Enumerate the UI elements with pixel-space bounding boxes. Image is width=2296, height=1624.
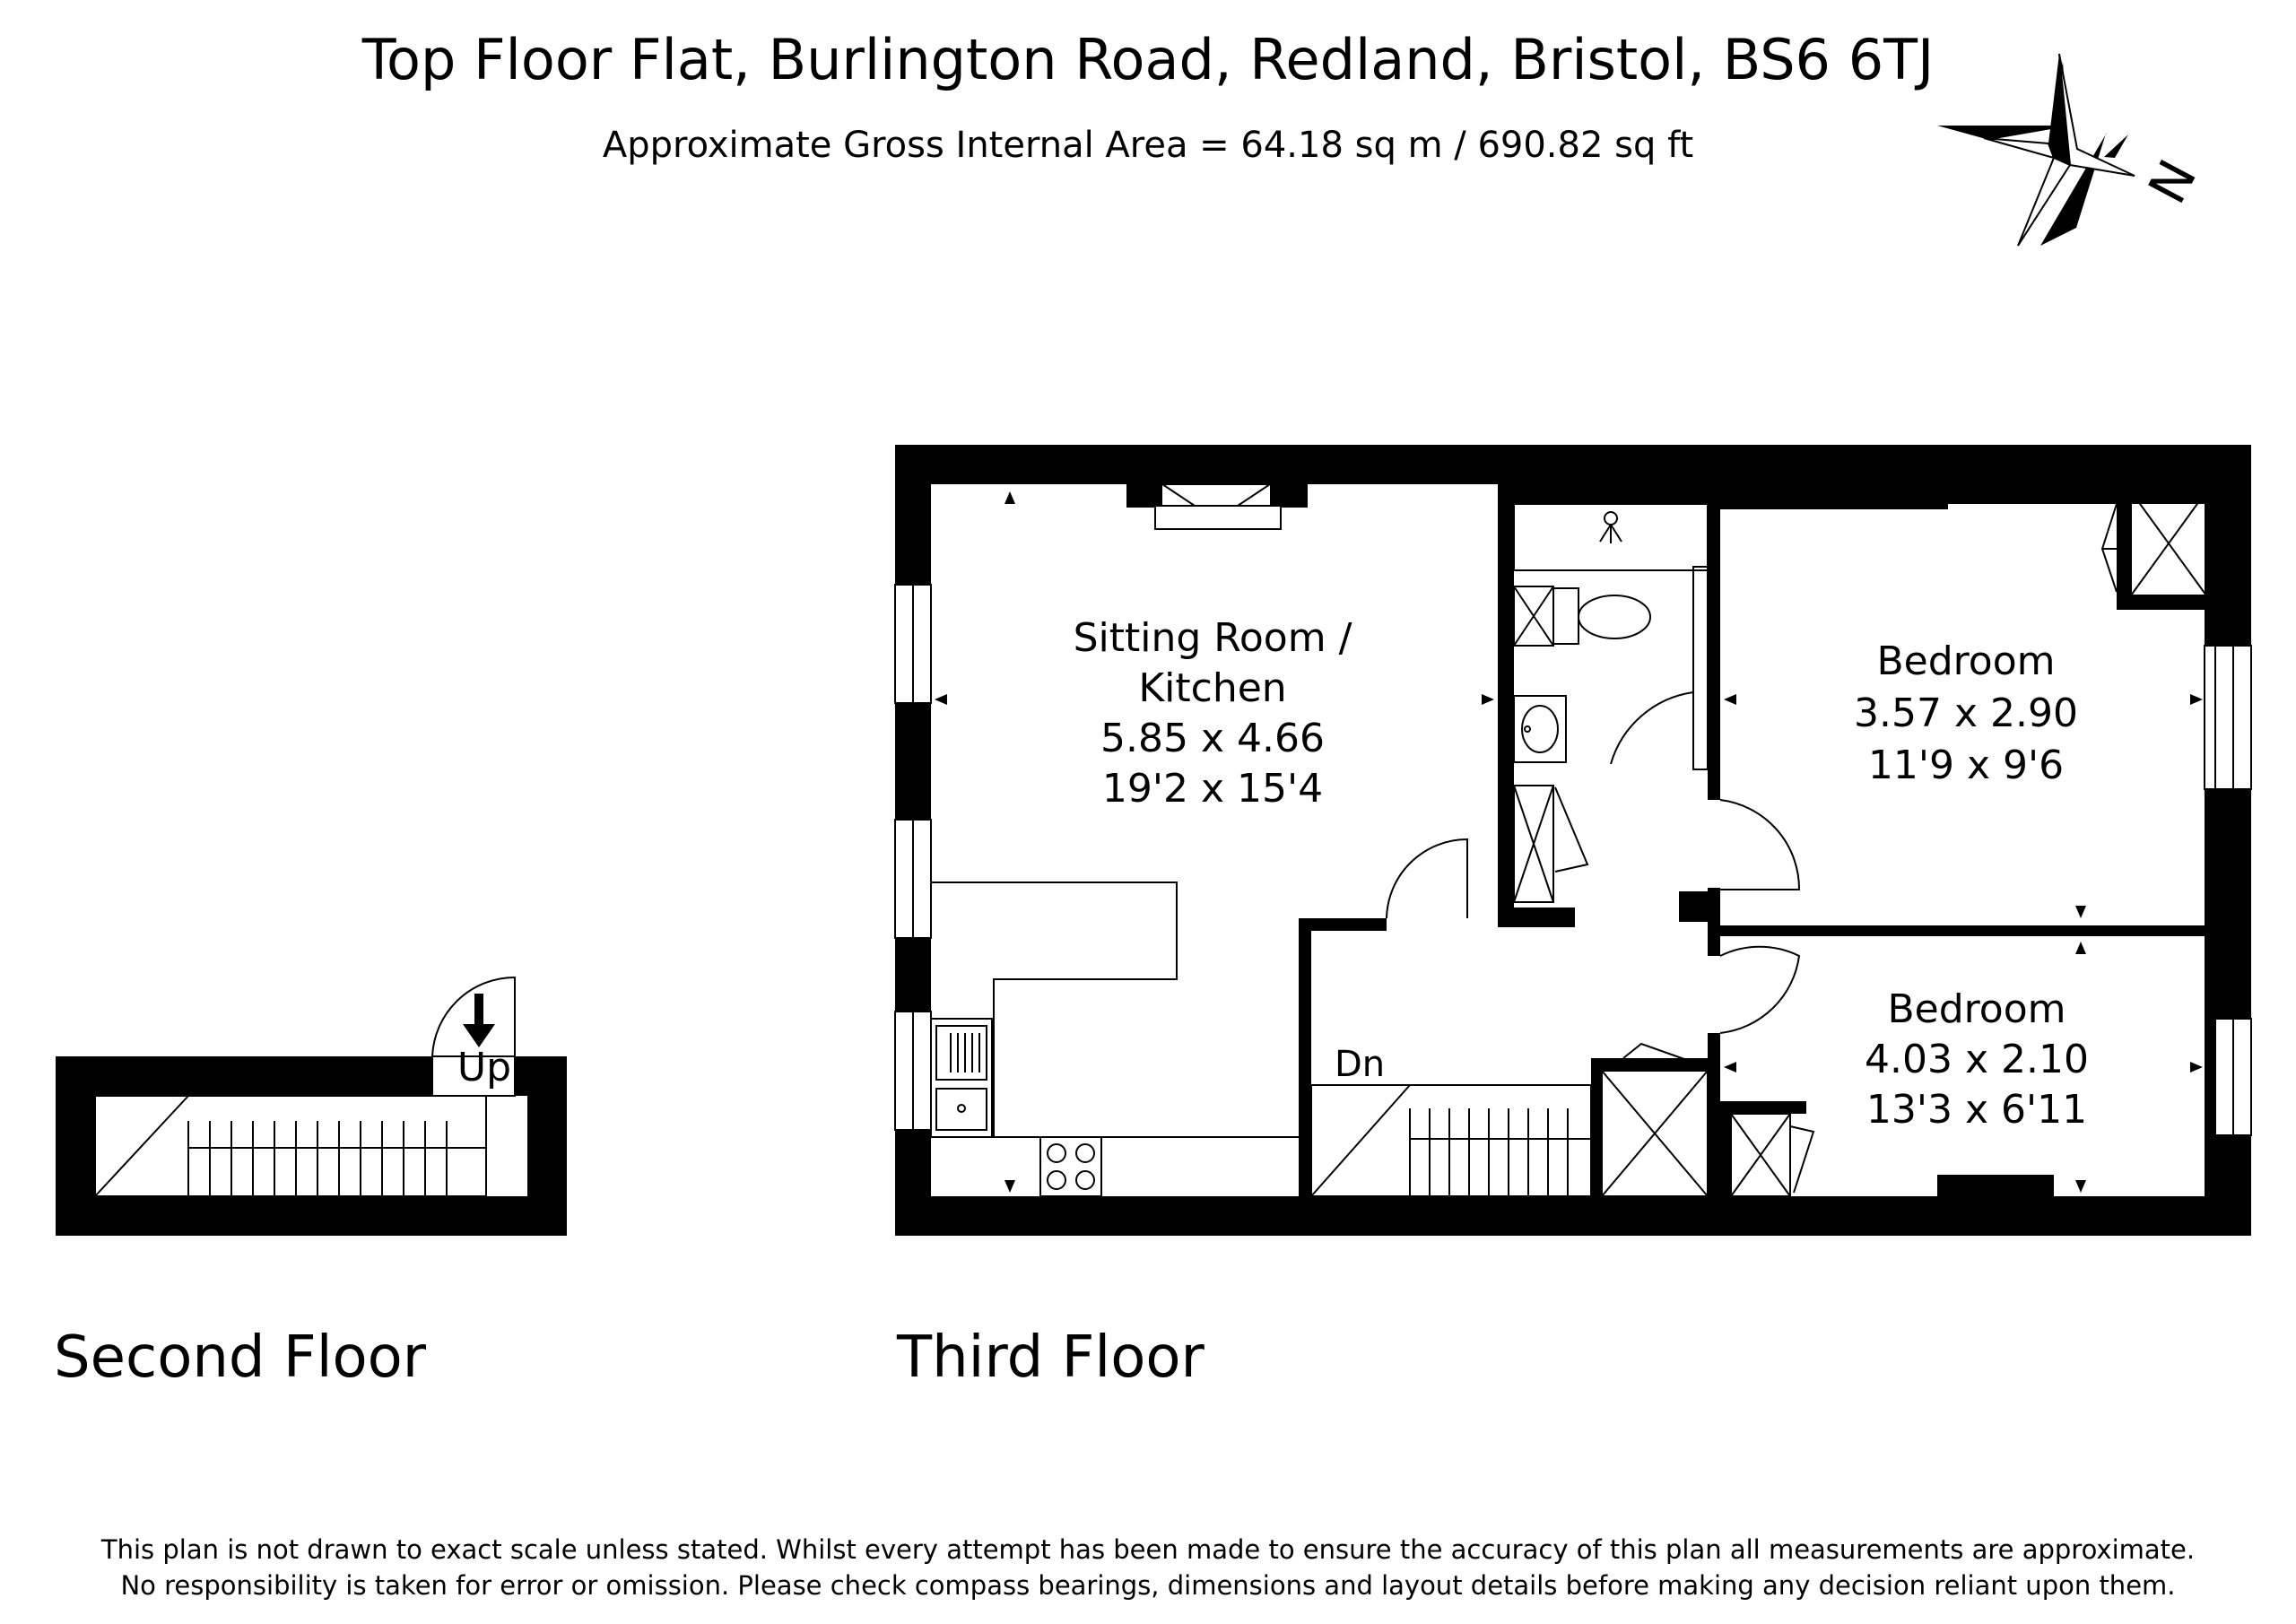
room-dimensions-metric: 4.03 x 2.10	[1865, 1037, 2089, 1082]
disclaimer-line-1: This plan is not drawn to exact scale un…	[100, 1534, 2195, 1565]
stair-treads	[187, 1121, 448, 1196]
shower-icon	[1599, 511, 1622, 543]
room-bedroom-1: Bedroom 3.57 x 2.90 11'9 x 9'6	[1854, 638, 2078, 788]
gross-area: Approximate Gross Internal Area = 64.18 …	[603, 125, 1693, 166]
toilet-icon	[1552, 587, 1651, 645]
room-name: Kitchen	[1138, 665, 1286, 711]
second-floor-plan: Up	[56, 976, 567, 1236]
dimension-markers	[935, 491, 2203, 1193]
second-floor-up-label: Up	[457, 1045, 511, 1090]
room-dimensions-metric: 3.57 x 2.90	[1854, 690, 2078, 736]
room-dimensions-metric: 5.85 x 4.66	[1100, 716, 1325, 761]
kitchen-counter	[930, 881, 1299, 1138]
third-floor-plan: Dn Sitting Room / Kitchen	[894, 445, 2252, 1236]
room-sitting-room: Sitting Room / Kitchen 5.85 x 4.66 19'2 …	[1074, 615, 1352, 812]
third-floor-label: Third Floor	[896, 1324, 1205, 1391]
room-name: Bedroom	[1876, 638, 2055, 684]
compass-north-label: N	[2136, 150, 2208, 213]
compass-rose-icon	[1937, 53, 2135, 247]
room-bedroom-2: Bedroom 4.03 x 2.10 13'3 x 6'11	[1865, 986, 2089, 1133]
hob-icon	[1039, 1136, 1102, 1197]
third-floor-down-label: Dn	[1335, 1044, 1385, 1085]
room-dimensions-imperial: 13'3 x 6'11	[1866, 1087, 2087, 1133]
plan-title: Top Floor Flat, Burlington Road, Redland…	[361, 27, 1935, 92]
second-floor-label: Second Floor	[54, 1324, 427, 1391]
arrow-down-icon	[463, 994, 495, 1047]
room-dimensions-imperial: 11'9 x 9'6	[1868, 743, 2064, 788]
disclaimer-line-2: No responsibility is taken for error or …	[120, 1570, 2175, 1601]
room-name: Bedroom	[1887, 986, 2066, 1032]
room-dimensions-imperial: 19'2 x 15'4	[1102, 766, 1323, 812]
third-floor-stairs	[1310, 1084, 1592, 1197]
room-name: Sitting Room /	[1074, 615, 1352, 661]
basin-icon	[1513, 695, 1567, 763]
